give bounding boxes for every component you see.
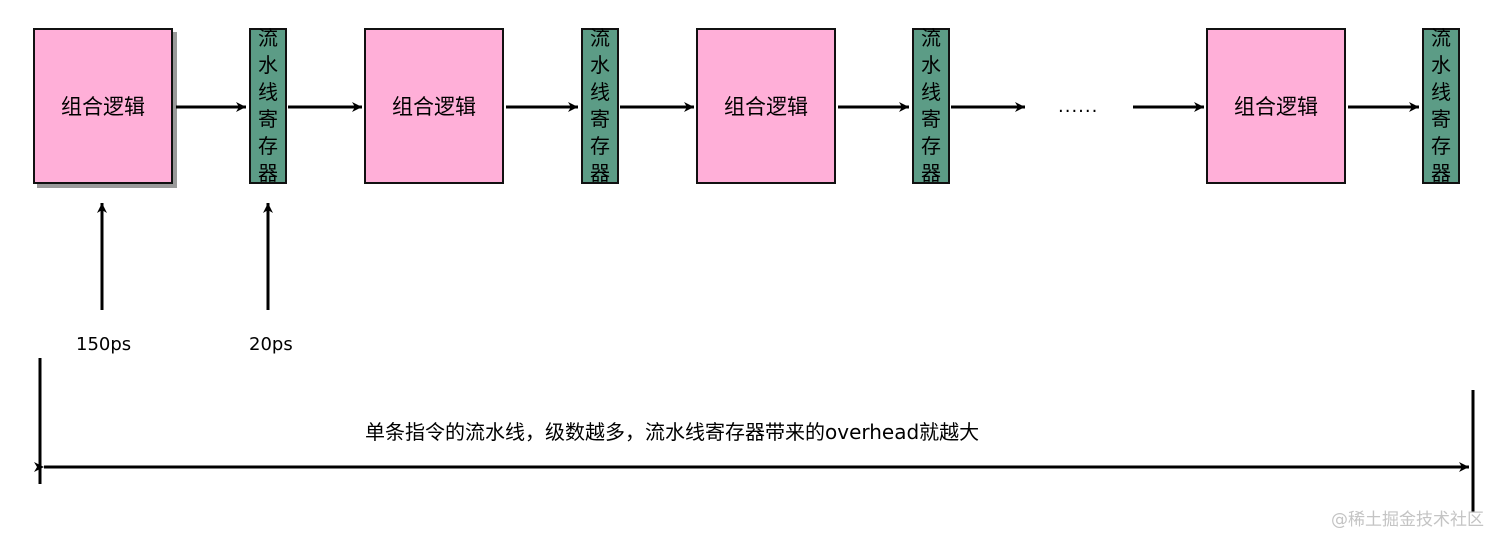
register-char: 器	[921, 161, 941, 185]
register-char: 器	[1431, 161, 1451, 185]
register-char: 寄	[921, 107, 941, 131]
combinational-logic-block-3: 组合逻辑	[696, 28, 836, 184]
logic-label: 组合逻辑	[61, 95, 145, 119]
register-char: 寄	[590, 107, 610, 131]
register-char: 寄	[258, 107, 278, 131]
register-char: 流	[590, 26, 610, 50]
pipeline-register-1: 流 水 线 寄 存 器	[249, 26, 287, 185]
register-char: 存	[590, 134, 610, 158]
pipeline-register-4: 流 水 线 寄 存 器	[1422, 26, 1460, 185]
register-delay-label: 20ps	[249, 334, 293, 355]
pipeline-register-3: 流 水 线 寄 存 器	[912, 26, 950, 185]
register-char: 寄	[1431, 107, 1451, 131]
register-char: 线	[590, 80, 610, 104]
register-char: 器	[590, 161, 610, 185]
register-char: 器	[258, 161, 278, 185]
register-char: 线	[1431, 80, 1451, 104]
logic-delay-label: 150ps	[76, 334, 132, 355]
register-char: 线	[258, 80, 278, 104]
register-char: 水	[590, 53, 610, 77]
register-char: 水	[921, 53, 941, 77]
combinational-logic-block-1: 组合逻辑	[33, 28, 173, 184]
ellipsis: ......	[1058, 96, 1099, 117]
register-char: 存	[258, 134, 278, 158]
register-char: 水	[258, 53, 278, 77]
logic-label: 组合逻辑	[1234, 95, 1318, 119]
logic-label: 组合逻辑	[392, 95, 476, 119]
logic-label: 组合逻辑	[724, 95, 808, 119]
register-char: 存	[1431, 134, 1451, 158]
combinational-logic-block-4: 组合逻辑	[1206, 28, 1346, 184]
register-char: 流	[258, 26, 278, 50]
register-char: 流	[921, 26, 941, 50]
register-char: 流	[1431, 26, 1451, 50]
combinational-logic-block-2: 组合逻辑	[364, 28, 504, 184]
pipeline-register-2: 流 水 线 寄 存 器	[581, 26, 619, 185]
register-char: 线	[921, 80, 941, 104]
register-char: 存	[921, 134, 941, 158]
register-char: 水	[1431, 53, 1451, 77]
watermark: @稀土掘金技术社区	[1331, 510, 1484, 530]
diagram-caption: 单条指令的流水线，级数越多，流水线寄存器带来的overhead就越大	[365, 420, 980, 444]
